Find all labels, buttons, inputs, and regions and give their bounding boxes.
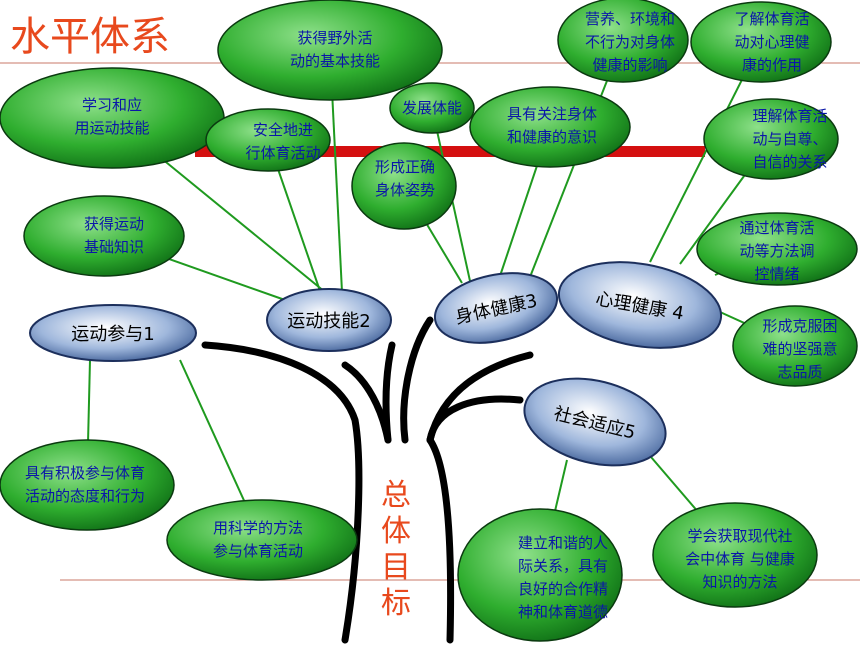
- category-node-c4: 心理健康 4: [557, 261, 723, 349]
- goal-text-line: 神和体育道德: [518, 603, 608, 621]
- goal-text-line: 发展体能: [402, 99, 462, 117]
- goal-text-line: 良好的合作精: [518, 580, 608, 598]
- goal-text-line: 不行为对身体: [585, 33, 675, 51]
- goal-text-line: 动对心理健: [734, 33, 809, 51]
- goal-text-line: 康的作用: [742, 56, 802, 74]
- category-ellipse: [557, 261, 723, 349]
- goal-ellipse: [652, 502, 818, 608]
- page-title: 水平体系: [10, 14, 170, 60]
- goal-text-line: 形成正确: [375, 158, 435, 176]
- goal-text-line: 建立和谐的人: [518, 534, 608, 552]
- goal-text-line: 动等方法调: [739, 242, 814, 260]
- goal-text-line: 和健康的意识: [507, 128, 597, 146]
- category-node-c5: 社会适应5: [523, 377, 667, 467]
- goal-text-line: 活动的态度和行为: [25, 487, 145, 505]
- goal-ellipse: [690, 1, 832, 83]
- goal-text-line: 具有积极参与体育: [25, 464, 145, 482]
- goal-ellipse: [557, 0, 689, 83]
- goal-ellipse: [351, 142, 457, 230]
- goal-text-line: 安全地进: [253, 121, 313, 139]
- goal-text-line: 际关系，具有: [518, 557, 608, 575]
- goal-ellipse: [732, 305, 858, 387]
- goal-ellipse: [696, 212, 858, 286]
- goal-ellipse: [205, 108, 331, 172]
- goal-text-line: 动与自尊、: [752, 130, 827, 148]
- goal-text-line: 基础知识: [84, 238, 144, 256]
- goal-text-line: 形成克服困: [762, 317, 837, 335]
- root-label: 总体目标: [381, 478, 411, 621]
- goal-text-line: 营养、环境和: [585, 10, 675, 28]
- goal-ellipse: [23, 195, 185, 277]
- goal-text-line: 控情绪: [754, 265, 799, 283]
- goal-text-line: 了解体育活: [734, 10, 809, 28]
- goal-text-line: 用运动技能: [74, 119, 149, 137]
- goal-ellipse: [389, 82, 475, 134]
- goal-text-line: 知识的方法: [702, 573, 777, 591]
- category-label: 运动参与1: [71, 324, 154, 345]
- category-node-c2: 运动技能2: [266, 288, 392, 352]
- goal-text-line: 通过体育活: [739, 219, 814, 237]
- category-ellipse: [523, 377, 667, 467]
- red-bar: [195, 146, 705, 157]
- goal-text-line: 获得野外活: [297, 29, 372, 47]
- category-ellipse: [266, 288, 392, 352]
- goal-text-line: 具有关注身体: [507, 105, 597, 123]
- category-ellipse: [29, 304, 197, 362]
- goal-text-line: 理解体育活: [752, 107, 827, 125]
- goal-text-line: 难的坚强意: [762, 340, 837, 358]
- goal-text-line: 自信的关系: [752, 153, 827, 171]
- goal-text-line: 用科学的方法: [213, 519, 303, 537]
- goal-ellipse: [0, 439, 175, 531]
- goal-ellipse: [0, 67, 225, 169]
- goal-text-line: 身体姿势: [375, 181, 435, 199]
- goal-ellipse: [457, 508, 623, 642]
- goal-ellipse: [703, 98, 839, 180]
- goal-node-g5: 发展体能: [389, 82, 475, 134]
- category-ellipse: [433, 272, 559, 344]
- goal-text-line: 健康的影响: [592, 56, 667, 74]
- category-node-c3: 身体健康3: [433, 272, 559, 344]
- tree-trunk: [201, 316, 534, 644]
- svg-text:总体目标: 总体目标: [381, 478, 411, 621]
- category-node-c1: 运动参与1: [29, 304, 197, 362]
- goal-text-line: 志品质: [777, 363, 822, 381]
- goal-text-line: 行体育活动: [245, 144, 320, 162]
- category-label: 运动技能2: [287, 311, 370, 332]
- goal-text-line: 会中体育 与健康: [685, 550, 795, 568]
- goal-text-line: 学习和应: [82, 96, 142, 114]
- goal-ellipse: [166, 499, 358, 581]
- goal-ellipse: [469, 86, 631, 168]
- goal-ellipse: [217, 0, 443, 101]
- goal-text-line: 参与体育活动: [213, 542, 303, 560]
- goal-text-line: 动的基本技能: [290, 52, 380, 70]
- goal-text-line: 学会获取现代社: [687, 527, 792, 545]
- goal-text-line: 获得运动: [84, 215, 144, 233]
